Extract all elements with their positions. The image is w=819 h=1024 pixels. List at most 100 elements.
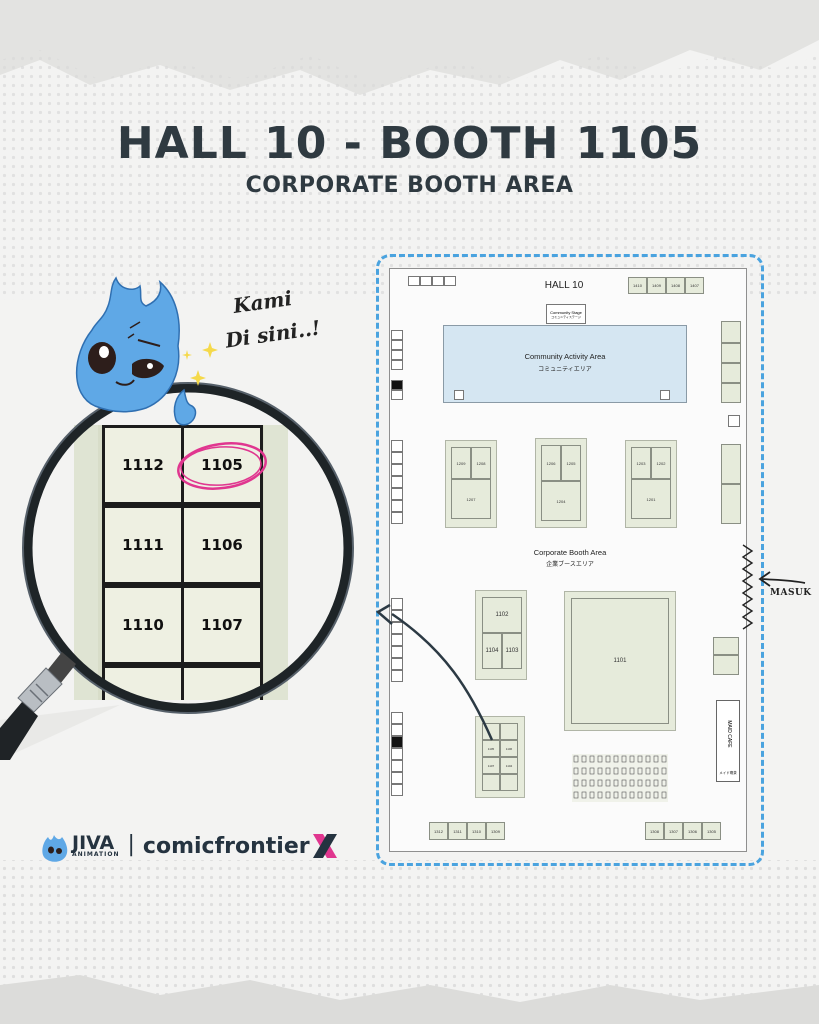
wall-booth — [391, 464, 403, 476]
community-stage: Community Stage コミュニティステージ — [546, 304, 586, 324]
booth-1312[interactable]: 1312 — [429, 822, 448, 840]
booth-1104[interactable]: 1104 — [482, 633, 502, 669]
booth-1202[interactable]: 1202 — [651, 447, 671, 479]
wall-booth — [391, 340, 403, 350]
seat — [629, 779, 635, 787]
booth-1208[interactable]: 1208 — [471, 447, 491, 479]
seat — [637, 767, 643, 775]
top-left-booth — [432, 276, 444, 286]
booth-1407[interactable]: 1407 — [685, 277, 704, 294]
booth-1209[interactable]: 1209 — [451, 447, 471, 479]
zoom-booth-1106[interactable]: 1106 — [181, 505, 263, 585]
brand-comicfrontier: comicfrontier — [142, 833, 310, 859]
community-activity-area[interactable]: Community Activity Area コミュニティエリア — [443, 325, 687, 403]
booth-small[interactable]: 1107 — [482, 757, 500, 774]
zoom-booth-partial — [102, 665, 184, 700]
booth-small[interactable] — [482, 723, 500, 740]
wall-booth — [391, 712, 403, 724]
booth-1206[interactable]: 1206 — [541, 445, 561, 481]
booth-1307[interactable]: 1307 — [664, 822, 683, 840]
booth-1103[interactable]: 1103 — [502, 633, 522, 669]
top-left-booth — [408, 276, 420, 286]
right-wall-booth — [721, 444, 741, 484]
seat — [605, 767, 611, 775]
seat — [645, 779, 651, 787]
top-left-booth — [444, 276, 456, 286]
right-wall-booth — [721, 363, 741, 383]
zoom-booth-1112[interactable]: 1112 — [102, 425, 184, 505]
seat — [613, 767, 619, 775]
maid-cafe-label: MAID CAFE — [726, 720, 732, 748]
zoom-booth-1107[interactable]: 1107 — [181, 585, 263, 665]
wall-booth — [391, 440, 403, 452]
maid-cafe[interactable]: MAID CAFE メイド喫茶 — [716, 700, 740, 782]
booth-1310[interactable]: 1310 — [467, 822, 486, 840]
booth-1309[interactable]: 1309 — [486, 822, 505, 840]
wall-booth — [391, 500, 403, 512]
wall-booth — [391, 724, 403, 736]
booth-1306[interactable]: 1306 — [683, 822, 702, 840]
booth-small[interactable]: 1104 — [500, 757, 518, 774]
wall-booth — [391, 512, 403, 524]
right-small-booth — [713, 637, 739, 655]
wall-booth — [391, 476, 403, 488]
booth-1204[interactable]: 1204 — [541, 481, 581, 521]
logo-separator: | — [127, 831, 135, 857]
booth-small[interactable] — [500, 774, 518, 791]
wall-booth — [391, 760, 403, 772]
zoom-booth-partial — [181, 665, 263, 700]
wall-booth-filled — [391, 736, 403, 748]
community-stage-label: Community Stage — [550, 309, 582, 315]
left-wall-booths-mid — [391, 440, 403, 530]
community-area-jp-label: コミュニティエリア — [538, 367, 592, 373]
seat — [645, 755, 651, 763]
booth-1102[interactable]: 1102 — [482, 597, 522, 633]
footer-logos: JIVA ANIMATION | comicfrontier — [40, 826, 339, 866]
booth-group-1102: 1102 1104 1103 — [475, 590, 527, 680]
booth-1207[interactable]: 1207 — [451, 479, 491, 519]
wall-booth — [391, 350, 403, 360]
zoom-booth-1111[interactable]: 1111 — [102, 505, 184, 585]
seat — [621, 767, 627, 775]
maid-cafe-jp-label: メイド喫茶 — [719, 771, 737, 775]
seat — [589, 791, 595, 799]
booth-small[interactable]: 1106 — [500, 740, 518, 757]
booth-1308[interactable]: 1308 — [645, 822, 664, 840]
booth-1203[interactable]: 1203 — [631, 447, 651, 479]
page-title: HALL 10 - BOOTH 1105 — [116, 118, 703, 169]
booth-group-1201: 1203 1202 1201 — [625, 440, 677, 528]
booth-1201[interactable]: 1201 — [631, 479, 671, 519]
wall-booth — [391, 390, 403, 400]
wall-booth-filled — [391, 380, 403, 390]
booth-1410[interactable]: 1410 — [628, 277, 647, 294]
seat — [597, 791, 603, 799]
wall-booth — [391, 646, 403, 658]
right-wall-booth — [721, 383, 741, 403]
booth-group-1105: 1105 1106 1107 1104 — [475, 716, 525, 798]
seat — [573, 791, 579, 799]
booth-small[interactable] — [500, 723, 518, 740]
zoom-booth-1105[interactable]: 1105 — [181, 425, 263, 505]
seat — [573, 755, 579, 763]
booth-1305[interactable]: 1305 — [702, 822, 721, 840]
booth-1311[interactable]: 1311 — [448, 822, 467, 840]
community-corner-box — [454, 390, 464, 400]
booth-1205[interactable]: 1205 — [561, 445, 581, 481]
page-subtitle: CORPORATE BOOTH AREA — [245, 173, 574, 198]
booth-1101[interactable]: 1101 — [571, 598, 669, 724]
booth-1409[interactable]: 1409 — [647, 277, 666, 294]
left-wall-booths-low — [391, 598, 403, 688]
seat — [661, 755, 667, 763]
jiva-mascot-icon — [42, 835, 68, 862]
booth-small[interactable]: 1105 — [482, 740, 500, 757]
booth-small[interactable] — [482, 774, 500, 791]
zoom-booth-1110[interactable]: 1110 — [102, 585, 184, 665]
booth-1408[interactable]: 1408 — [666, 277, 685, 294]
seat — [613, 755, 619, 763]
seat — [589, 755, 595, 763]
corporate-area-jp-label: 企業ブースエリア — [546, 562, 594, 568]
brand-jiva-sub: ANIMATION — [72, 850, 120, 858]
seat — [653, 767, 659, 775]
seat — [613, 791, 619, 799]
seat — [645, 791, 651, 799]
